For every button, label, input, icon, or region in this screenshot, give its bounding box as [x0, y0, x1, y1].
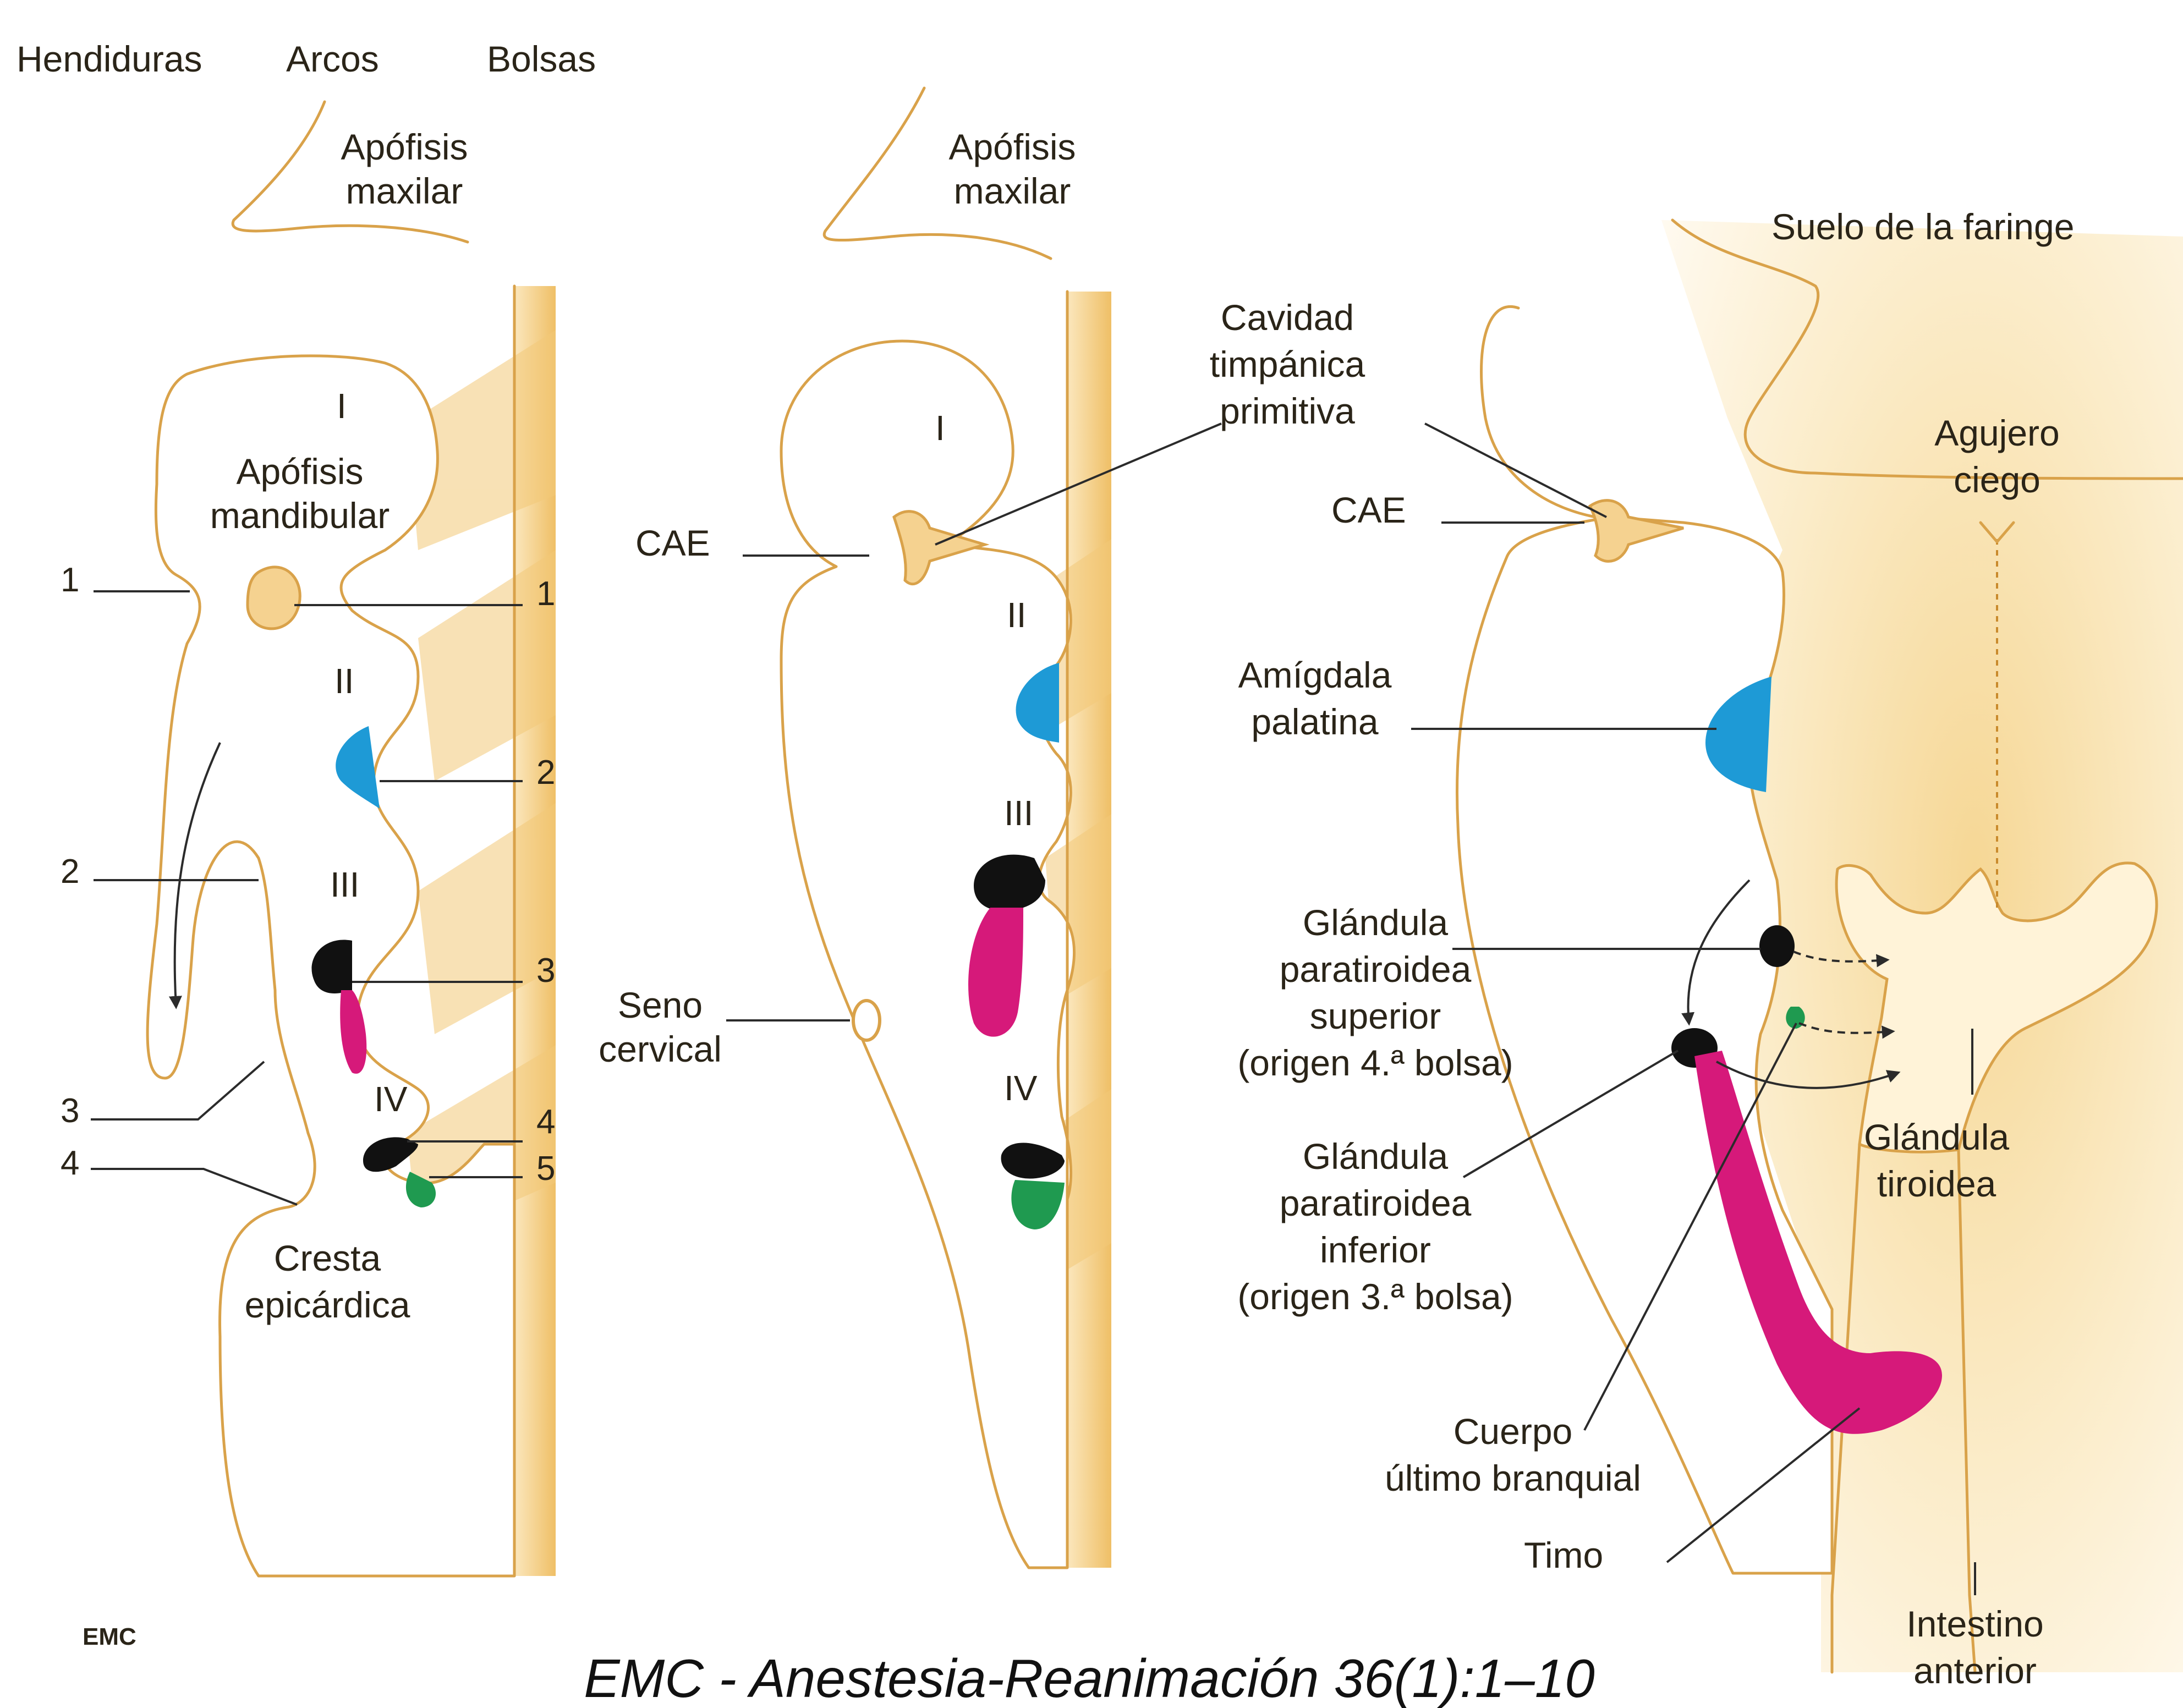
p3-pt-sup-4: (origen 4.ª bolsa): [1237, 1042, 1513, 1083]
p3-cuerpo-1: Cuerpo: [1453, 1411, 1572, 1452]
p1-arch-II: II: [334, 661, 354, 701]
p2-cervical-sinus: [853, 1001, 880, 1040]
p1-apofisis-mandibular-2: mandibular: [210, 495, 390, 536]
p1-pouch-2: 2: [536, 754, 555, 792]
p2-arch-IV: IV: [1004, 1068, 1038, 1108]
p1-pouch-5: 5: [536, 1150, 555, 1188]
header-bolsas: Bolsas: [487, 39, 596, 79]
p1-cleft-4: 4: [61, 1144, 79, 1182]
p3-tiroidea-2: tiroidea: [1877, 1163, 1996, 1204]
header-arcos: Arcos: [286, 39, 379, 79]
p1-arch-I: I: [337, 386, 347, 426]
p3-amigdala-1: Amígdala: [1238, 655, 1392, 695]
p1-cleft-3: 3: [61, 1092, 79, 1130]
p3-parathyroid-superior: [1759, 925, 1795, 967]
p3-cavidad-2: timpánica: [1210, 344, 1365, 385]
p3-amigdala-2: palatina: [1251, 701, 1378, 742]
p1-apofisis-maxilar-1: Apófisis: [341, 127, 468, 167]
p3-intestino-1: Intestino: [1906, 1603, 2044, 1644]
p3-tiroidea-1: Glándula: [1864, 1117, 2009, 1157]
p3-pt-sup-3: superior: [1310, 996, 1441, 1036]
panel-2-arches: I II III IV Apófisis maxilar CAE Seno ce…: [599, 88, 1111, 1568]
p2-seno-2: cervical: [599, 1029, 722, 1069]
p1-cleft-1: 1: [61, 561, 79, 599]
p1-pouch-3: 3: [536, 952, 555, 990]
p1-pouch-4: 4: [536, 1103, 555, 1141]
p3-agujero-1: Agujero: [1934, 413, 2060, 453]
header-hendiduras: Hendiduras: [17, 39, 202, 79]
p3-cavidad-3: primitiva: [1220, 391, 1355, 431]
p3-agujero-2: ciego: [1954, 459, 2041, 500]
p3-cuerpo-2: último branquial: [1385, 1458, 1641, 1498]
p1-cresta-2: epicárdica: [245, 1284, 410, 1325]
p3-cavidad-leader-b: [1425, 424, 1606, 517]
p1-cleft-3-leader: [91, 1062, 264, 1119]
p2-arch-III: III: [1004, 793, 1033, 833]
p1-apofisis-maxilar-2: maxilar: [346, 171, 463, 211]
p1-cleft-2: 2: [61, 853, 79, 891]
p3-pt-sup-2: paratiroidea: [1280, 949, 1472, 990]
panel-1-arches: Hendiduras Arcos Bolsas I II III IV Apóf…: [17, 39, 596, 1576]
publisher-logo: EMC: [83, 1623, 136, 1650]
p3-pt-inf-4: (origen 3.ª bolsa): [1237, 1276, 1513, 1317]
p1-arch-IV: IV: [374, 1079, 408, 1119]
p1-pouch-1: 1: [536, 575, 555, 613]
p3-suelo-faringe: Suelo de la faringe: [1771, 206, 2074, 247]
p1-cleft-4-leader: [91, 1169, 297, 1205]
panel-3-derivatives: Suelo de la faringe Cavidad timpánica pr…: [935, 206, 2183, 1691]
citation-caption: EMC - Anestesia-Reanimación 36(1):1–10: [584, 1648, 1594, 1708]
p3-pt-sup-1: Glándula: [1303, 902, 1448, 943]
p3-cae: CAE: [1331, 490, 1406, 530]
p2-apofisis-maxilar-2: maxilar: [954, 171, 1071, 211]
p1-apofisis-mandibular-1: Apófisis: [236, 451, 363, 492]
p2-apofisis-maxilar-1: Apófisis: [948, 127, 1076, 167]
p3-pt-inf-1: Glándula: [1303, 1136, 1448, 1177]
p2-arch-II: II: [1007, 595, 1027, 635]
p1-arch-III: III: [330, 865, 359, 904]
p1-cresta-1: Cresta: [274, 1238, 381, 1278]
p3-intestino-2: anterior: [1913, 1650, 2037, 1691]
p3-cavidad-1: Cavidad: [1221, 297, 1354, 338]
p3-timo: Timo: [1524, 1535, 1603, 1575]
p3-pt-inf-2: paratiroidea: [1280, 1183, 1472, 1223]
p2-arches-outline: [781, 292, 1074, 1568]
p1-pouch-1-shape: [248, 567, 300, 629]
p2-cae: CAE: [635, 523, 710, 563]
p3-pt-inf-3: inferior: [1320, 1229, 1431, 1270]
p2-seno-1: Seno: [618, 985, 703, 1025]
p2-arch-I: I: [935, 408, 945, 448]
p3-cavity-curve: [1482, 306, 1596, 517]
